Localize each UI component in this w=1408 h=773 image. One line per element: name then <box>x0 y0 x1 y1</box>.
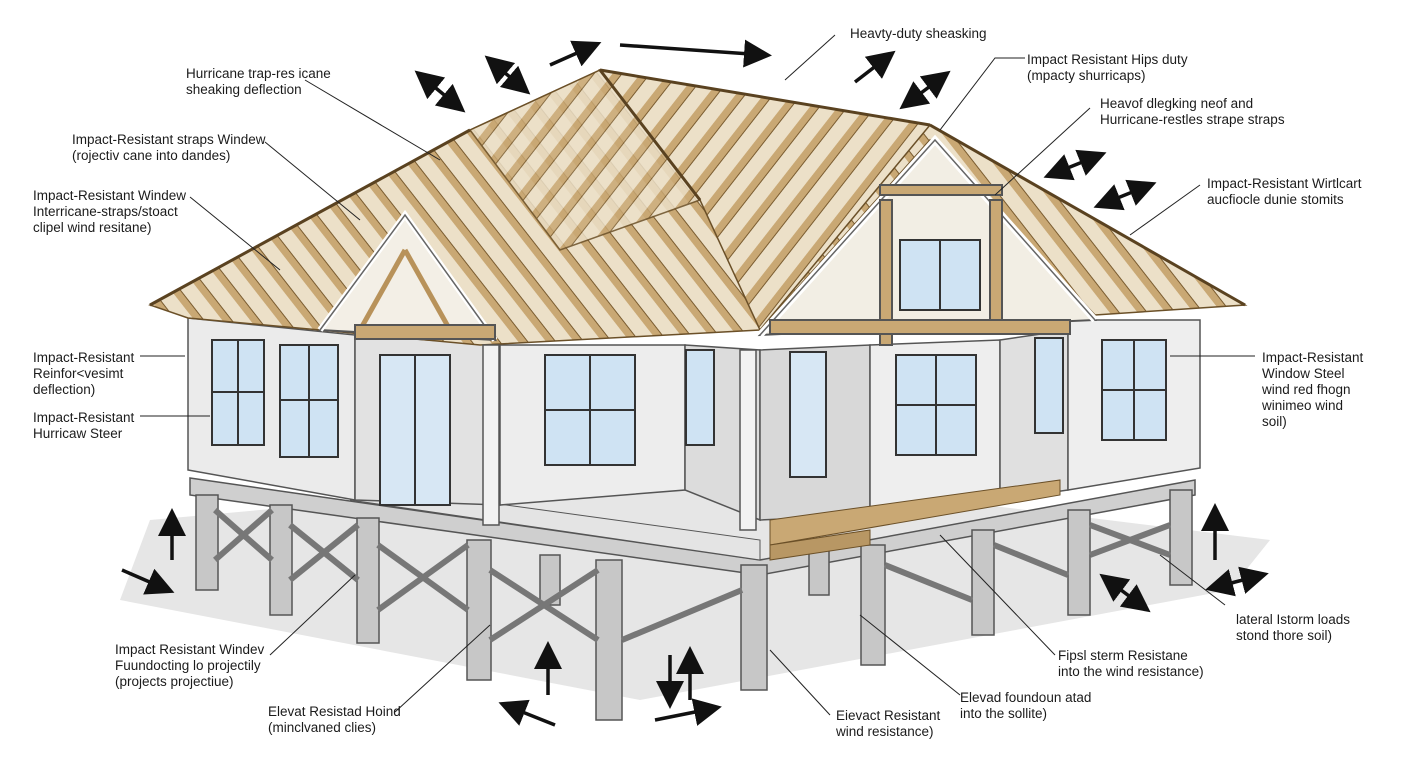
window-porch <box>685 349 715 446</box>
floor-framing <box>769 479 1061 561</box>
door-porch <box>789 351 827 478</box>
window-right-side <box>1034 337 1064 434</box>
foundation-piers <box>195 489 1193 721</box>
windows <box>211 239 1167 466</box>
callout-impact-resistant-hips: Impact Resistant Hips duty(mpacty shurri… <box>1027 52 1188 83</box>
porch-posts <box>482 344 757 531</box>
cross-bracing <box>213 507 1172 643</box>
front-gable-left <box>317 209 498 342</box>
callout-heavy-duty-sheathing: Heavty-duty sheasking <box>850 26 987 41</box>
doors <box>379 351 827 506</box>
callout-elevated-resisted-hold: Elevat Resistad Hoind(minclvaned clies) <box>268 704 401 735</box>
load-arrows <box>121 39 1269 727</box>
front-gable-right <box>757 134 1098 346</box>
callout-impact-straps-window: Impact-Resistant straps Windew(rojectiv … <box>72 132 266 163</box>
floor-platform <box>189 477 1196 576</box>
leader-lines <box>140 34 1255 716</box>
